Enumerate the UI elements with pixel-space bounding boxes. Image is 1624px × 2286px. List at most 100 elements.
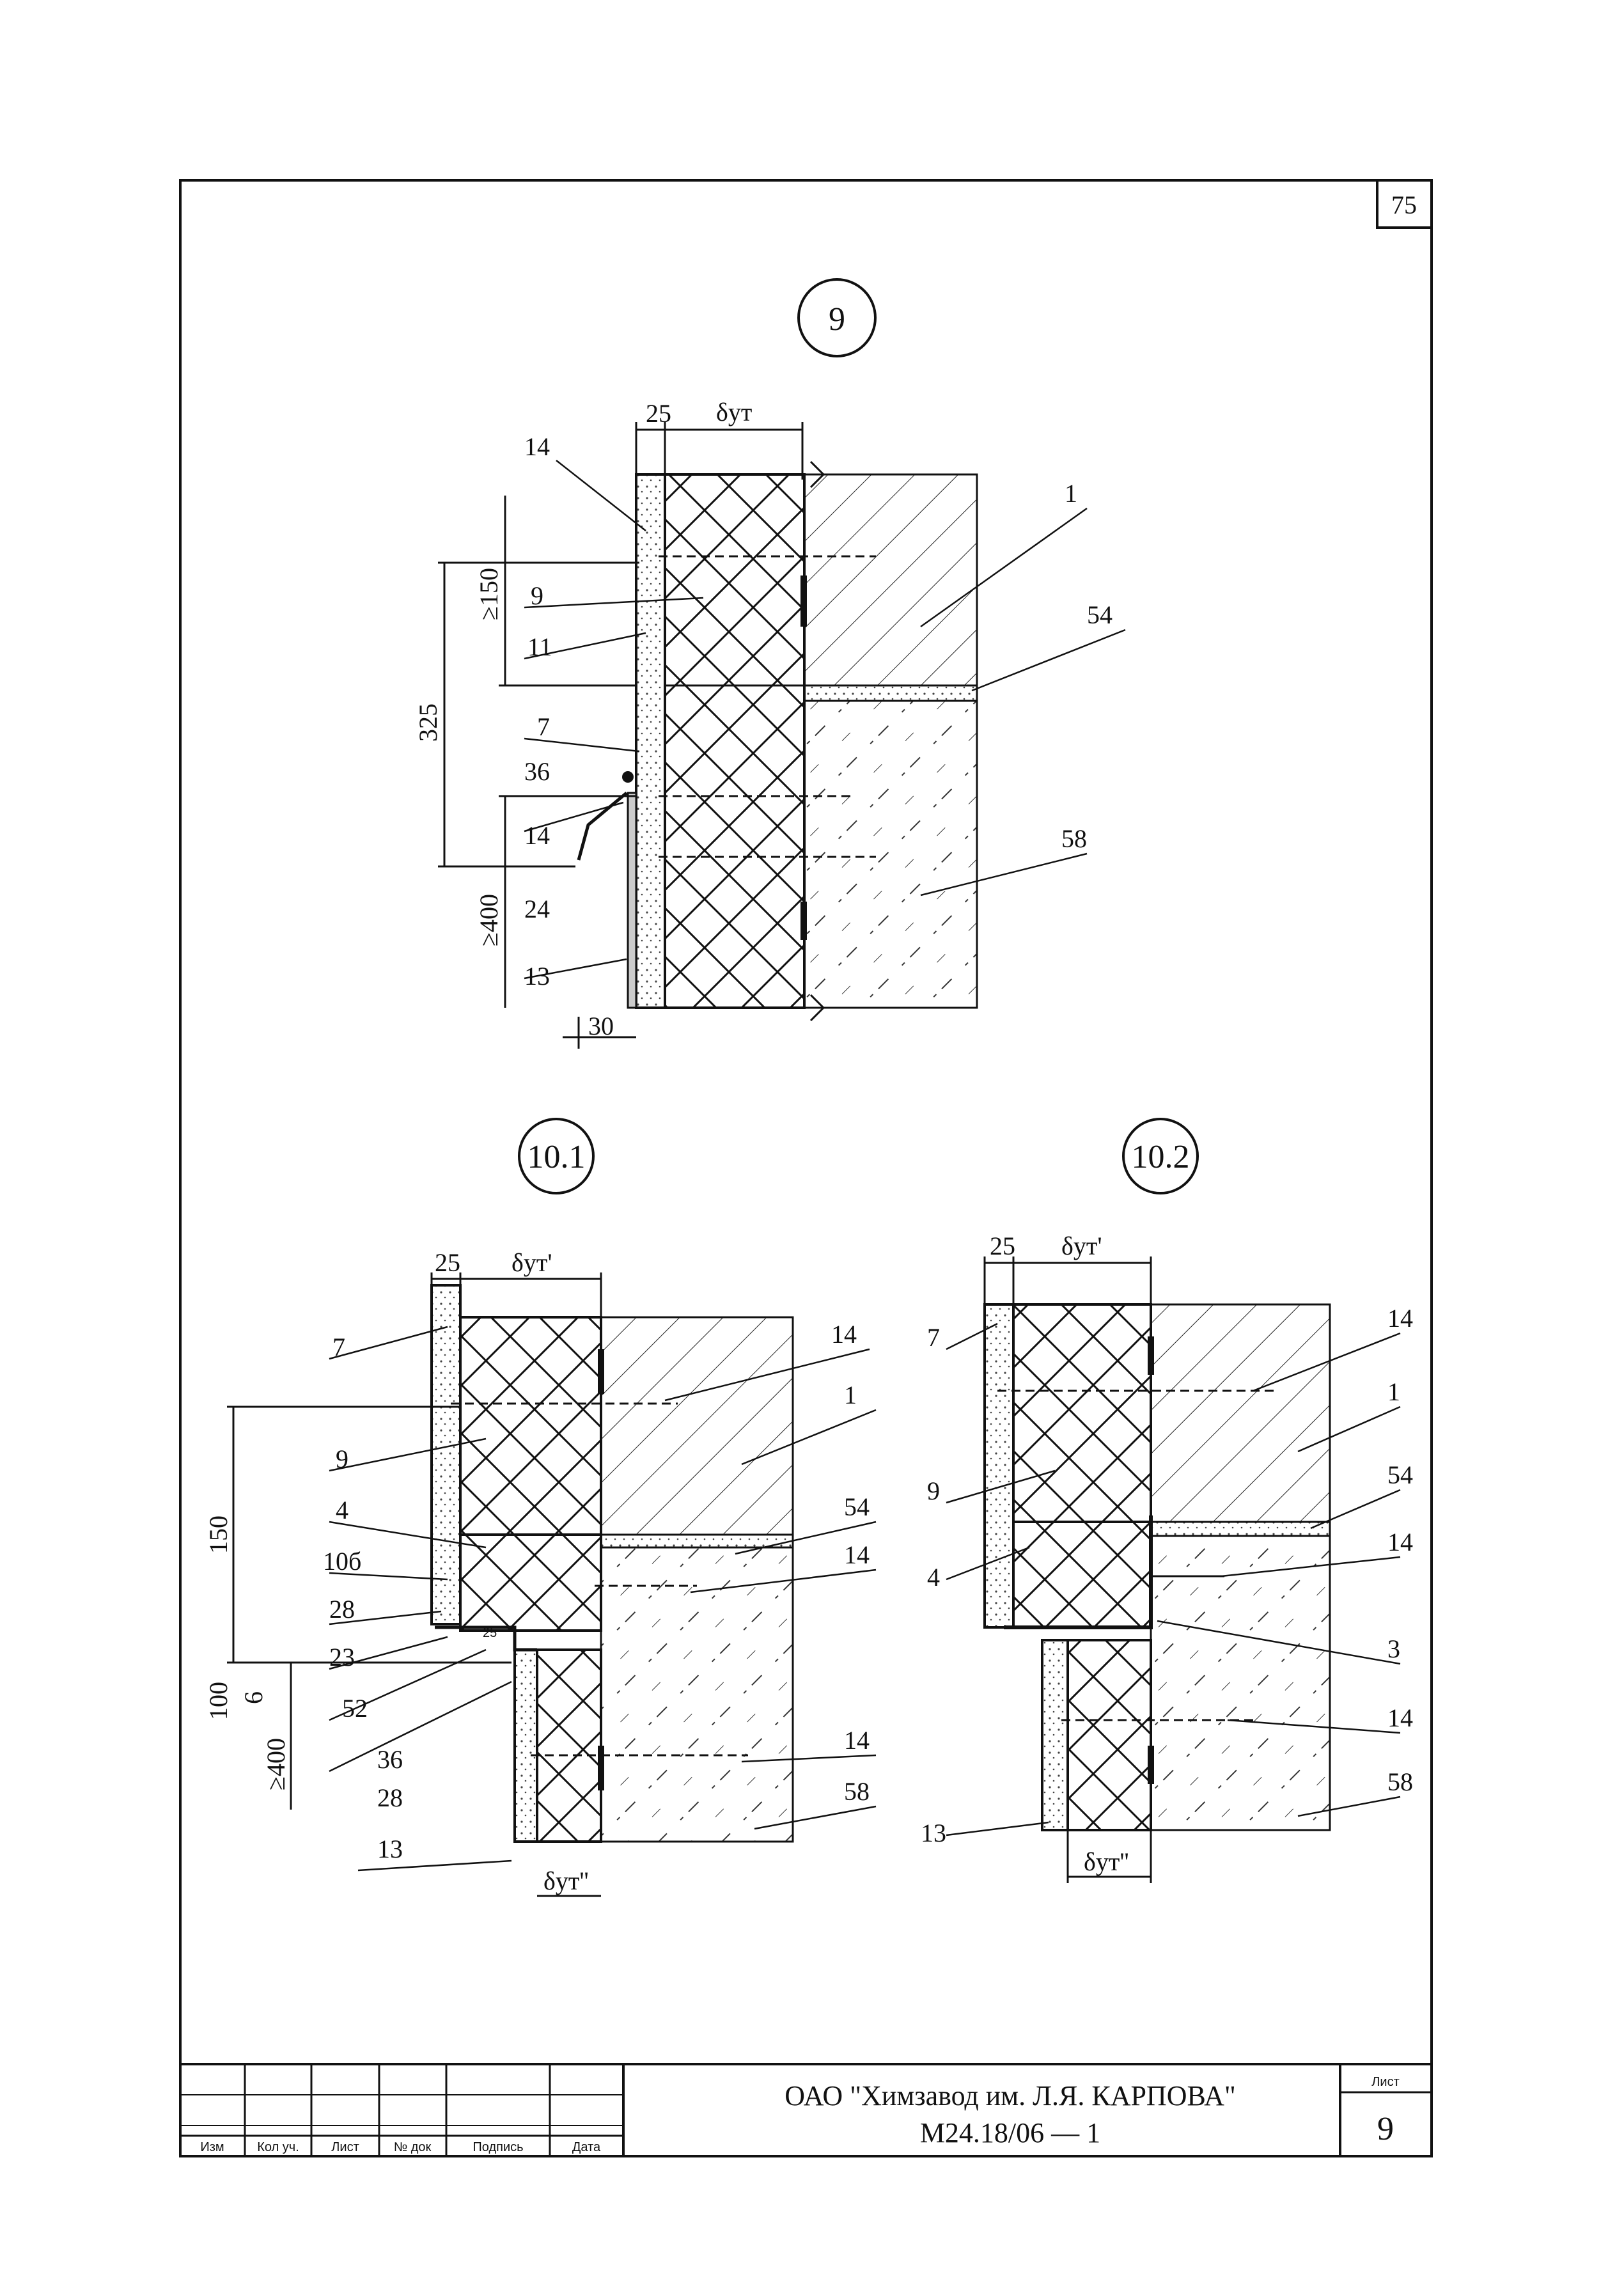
floor-slab-edge: [803, 684, 978, 702]
adhesive-strips: [800, 575, 807, 940]
label-10-1-j: 13: [377, 1835, 403, 1863]
organization-name: ОАО "Химзавод им. Л.Я. КАРПОВА": [785, 2080, 1236, 2111]
insulation-band: [1012, 1521, 1152, 1629]
dim-9-top-right: δут: [716, 398, 752, 427]
masonry-wall-upper: [803, 473, 978, 687]
detail-id-9: 9: [829, 301, 845, 338]
label-9-j: 54: [1087, 600, 1113, 629]
dim-10-2-top-right: δут': [1061, 1232, 1102, 1260]
page-number: 75: [1391, 191, 1417, 219]
sheet-label: Лист: [1371, 2075, 1399, 2089]
label-10-1-o: 14: [844, 1726, 870, 1755]
dim-9-v-mid: 325: [414, 703, 442, 742]
concrete-wall-lower: [600, 1546, 794, 1843]
dimension-lines-10-2: [983, 1257, 1152, 1883]
label-10-1-g: 52: [342, 1694, 368, 1723]
dim-10-1-v-b: 6: [239, 1691, 268, 1704]
col-date: Дата: [572, 2140, 601, 2154]
label-10-1-l: 1: [844, 1381, 857, 1409]
plinth-plaster: [627, 792, 637, 1009]
insulation-upper: [1012, 1303, 1152, 1523]
label-9-f: 14: [524, 821, 550, 850]
dimension-lines-9: [438, 422, 804, 1049]
floor-slab-edge: [1150, 1521, 1331, 1537]
label-10-2-a: 7: [927, 1323, 940, 1352]
dim-10-1-v-lower: ≥400: [262, 1738, 290, 1790]
detail-10-1: 10.1 25 δут': [204, 1118, 877, 1897]
label-10-1-f: 23: [329, 1643, 355, 1671]
label-10-1-p: 58: [844, 1777, 870, 1806]
adhesive-strips: [598, 1349, 604, 1790]
document-code: М24.18/06 — 1: [920, 2117, 1100, 2149]
label-9-i: 1: [1065, 479, 1077, 508]
col-izm: Изм: [200, 2140, 224, 2154]
dim-10-2-bottom: δут'': [1084, 1847, 1129, 1876]
col-doc-no: № док: [394, 2140, 432, 2154]
label-9-d: 7: [537, 712, 550, 741]
plaster-upper: [430, 1284, 462, 1625]
label-10-2-h: 14: [1387, 1528, 1413, 1556]
label-10-2-b: 9: [927, 1476, 940, 1505]
dim-10-1-angle: 25: [483, 1626, 497, 1640]
dim-9-top-left: 25: [646, 399, 671, 428]
detail-marker-9: [797, 278, 877, 357]
label-9-e: 36: [524, 757, 550, 786]
col-kol-uch: Кол уч.: [257, 2140, 299, 2154]
label-10-1-c: 4: [336, 1496, 348, 1524]
dim-9-bottom: 30: [588, 1012, 614, 1040]
support-profile: [1004, 1515, 1153, 1629]
adhesive-strips: [1148, 1336, 1154, 1784]
detail-marker-10-1: [518, 1118, 595, 1194]
detail-id-10-1: 10.1: [527, 1139, 586, 1175]
drip-profile: [577, 792, 628, 861]
floor-slab-edge: [600, 1533, 794, 1549]
leaders-10-2: [946, 1322, 1401, 1836]
label-10-2-j: 14: [1387, 1703, 1413, 1732]
title-block: Изм Кол уч. Лист № док Подпись Дата ОАО …: [179, 2063, 1433, 2157]
label-10-1-a: 7: [332, 1333, 345, 1361]
label-9-k: 58: [1061, 824, 1087, 853]
insulation-lower: [1066, 1639, 1152, 1831]
anchors: [451, 1402, 748, 1757]
label-10-2-f: 1: [1387, 1377, 1400, 1406]
plaster-layer: [635, 473, 666, 1009]
label-10-1-e: 28: [329, 1595, 355, 1624]
insulation-layer: [664, 473, 806, 1009]
label-10-2-d: 13: [921, 1819, 946, 1847]
concrete-wall-lower: [803, 700, 978, 1009]
label-9-g: 24: [524, 895, 550, 923]
sealant-bead: [622, 771, 634, 783]
leaders-10-1: [329, 1326, 877, 1872]
insulation-upper: [459, 1316, 602, 1536]
detail-9: 9: [414, 278, 1126, 1049]
masonry-wall-upper: [600, 1316, 794, 1536]
insulation-band: [459, 1533, 602, 1632]
dim-9-v-upper: ≥150: [474, 568, 503, 620]
label-10-1-i: 28: [377, 1783, 403, 1812]
dimension-lines-10-1: [227, 1272, 602, 1897]
plaster-lower: [513, 1648, 538, 1843]
detail-id-10-2: 10.2: [1132, 1139, 1190, 1175]
dim-10-1-top-left: 25: [435, 1248, 460, 1277]
insulation-lower: [536, 1648, 602, 1843]
detail-10-2: 10.2 25 δут' δут'': [921, 1118, 1413, 1883]
label-10-1-k: 14: [831, 1320, 857, 1349]
dim-10-1-v-upper: 150: [204, 1515, 233, 1554]
plaster-lower: [1041, 1639, 1069, 1831]
anchors: [997, 1390, 1279, 1721]
label-10-2-g: 54: [1387, 1460, 1413, 1489]
label-10-2-c: 4: [927, 1563, 940, 1592]
label-10-2-k: 58: [1387, 1767, 1413, 1796]
leaders-9: [524, 460, 1126, 980]
concrete-wall-lower: [1150, 1535, 1331, 1831]
label-10-1-h: 36: [377, 1745, 403, 1774]
label-10-2-e: 14: [1387, 1304, 1413, 1333]
masonry-wall-upper: [1150, 1303, 1331, 1523]
label-9-b: 9: [531, 581, 543, 610]
anchors: [659, 555, 876, 858]
dim-10-2-top-left: 25: [990, 1232, 1015, 1260]
detail-marker-10-2: [1122, 1118, 1199, 1194]
dim-10-1-top-right: δут': [511, 1248, 552, 1277]
plaster-upper: [983, 1303, 1015, 1629]
